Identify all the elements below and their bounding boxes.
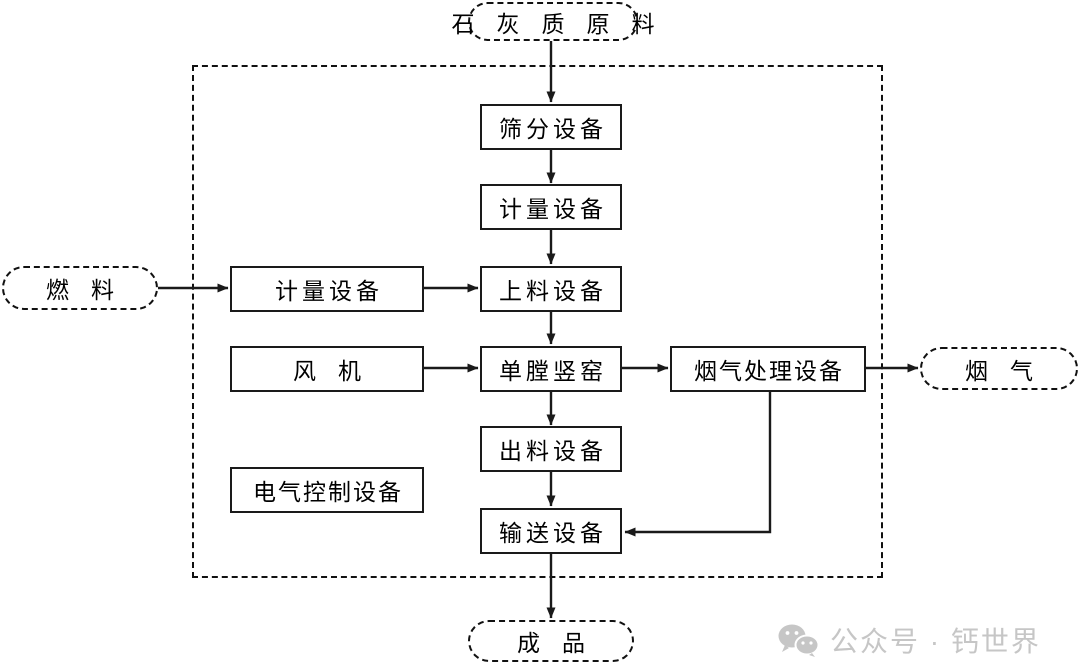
node-fan-label: 风机 (293, 359, 383, 384)
node-feeding-label: 上料设备 (499, 279, 607, 304)
wechat-icon (778, 624, 820, 657)
node-metering-left[interactable]: 计量设备 (230, 266, 424, 312)
node-flue-gas-treatment[interactable]: 烟气处理设备 (670, 346, 866, 392)
node-conveying-label: 输送设备 (499, 521, 607, 546)
edge-treatment-to-conveying (624, 391, 772, 537)
node-metering-center-label: 计量设备 (499, 197, 607, 222)
node-flue-gas-label: 烟气 (965, 358, 1055, 384)
node-fuel-label: 燃料 (46, 278, 136, 303)
node-fuel[interactable]: 燃料 (2, 266, 158, 310)
node-flue-gas-treatment-label: 烟气处理设备 (694, 359, 844, 384)
node-fan[interactable]: 风机 (230, 346, 424, 392)
watermark: 公众号 · 钙世界 (778, 620, 1041, 660)
node-discharge[interactable]: 出料设备 (480, 426, 622, 472)
node-finished-product[interactable]: 成品 (468, 620, 634, 662)
watermark-text: 公众号 · 钙世界 (830, 626, 1041, 657)
node-metering-center[interactable]: 计量设备 (480, 184, 622, 230)
node-kiln[interactable]: 单膛竖窑 (480, 346, 622, 392)
node-electrical-control[interactable]: 电气控制设备 (230, 467, 424, 513)
node-screening[interactable]: 筛分设备 (480, 104, 622, 150)
node-flue-gas[interactable]: 烟气 (920, 347, 1078, 390)
node-raw-material[interactable]: 石灰质原料 (452, 2, 655, 41)
node-electrical-control-label: 电气控制设备 (253, 480, 403, 505)
node-raw-material-label: 石灰质原料 (451, 11, 677, 37)
node-feeding[interactable]: 上料设备 (480, 266, 622, 312)
node-screening-label: 筛分设备 (499, 117, 607, 142)
node-conveying[interactable]: 输送设备 (480, 508, 622, 554)
node-finished-product-label: 成品 (517, 631, 607, 656)
node-kiln-label: 单膛竖窑 (499, 359, 607, 384)
node-metering-left-label: 计量设备 (275, 279, 383, 304)
node-discharge-label: 出料设备 (499, 439, 607, 464)
